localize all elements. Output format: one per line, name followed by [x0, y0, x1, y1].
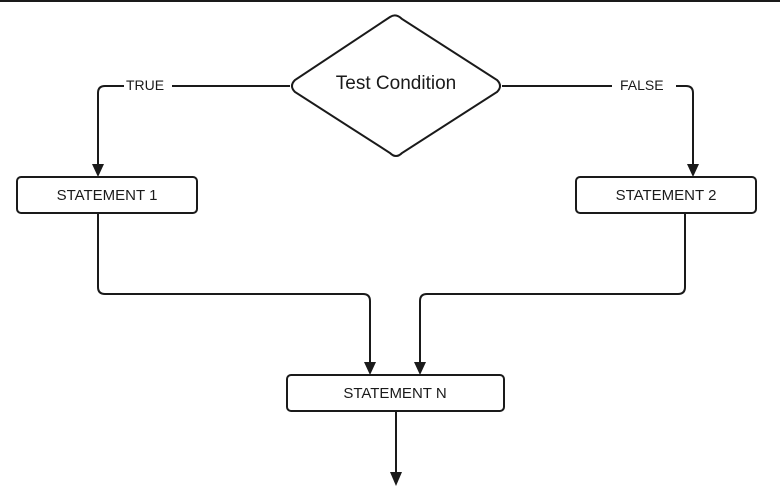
false-branch-label: FALSE: [620, 77, 664, 93]
statement-1-node: STATEMENT 1: [16, 176, 198, 214]
statement-1-to-n-edge: [97, 213, 371, 364]
statement-2-to-n-arrowhead: [414, 362, 426, 375]
statement-2-to-n-edge: [419, 213, 686, 364]
false-branch-arrowhead: [687, 164, 699, 177]
true-branch-arrowhead: [92, 164, 104, 177]
decision-label: Test Condition: [336, 73, 456, 94]
true-branch-label: TRUE: [126, 77, 164, 93]
true-branch-edge: [97, 85, 290, 166]
statement-n-label: STATEMENT N: [343, 385, 446, 402]
statement-1-label: STATEMENT 1: [57, 187, 158, 204]
statement-2-box: [575, 176, 757, 214]
statement-2-label: STATEMENT 2: [616, 187, 717, 204]
statement-1-box: [16, 176, 198, 214]
false-label-bg: [612, 76, 676, 94]
statement-n-node: STATEMENT N: [286, 374, 505, 412]
true-label-bg: [124, 76, 172, 94]
statement-1-to-n-arrowhead: [364, 362, 376, 375]
decision-diamond: [291, 14, 501, 157]
exit-arrowhead: [390, 472, 402, 486]
decision-node: Test Condition: [291, 14, 501, 157]
false-branch-edge: [502, 85, 694, 166]
statement-2-node: STATEMENT 2: [575, 176, 757, 214]
